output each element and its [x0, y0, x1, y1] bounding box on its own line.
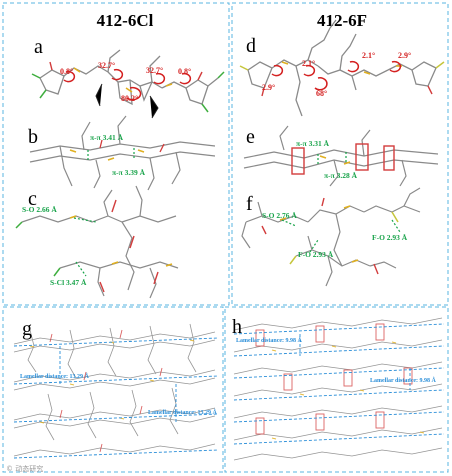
panel-label-f: f — [246, 193, 253, 215]
frame-right-column — [231, 2, 449, 306]
lamellar-g-1: Lamellar distance: 13.29 Å — [20, 372, 90, 380]
lamellar-g-2: Lamellar distance: 13.29 Å — [148, 408, 218, 416]
lamellar-h-2: Lamellar distance: 9.98 Å — [370, 376, 437, 384]
angle-a-4: 0.8° — [178, 67, 191, 76]
lamellar-h-1: Lamellar distance: 9.98 Å — [236, 336, 303, 344]
panel-label-g: g — [22, 318, 32, 340]
watermark: © 动态研究 — [6, 464, 43, 473]
angle-a-2: 32.7° — [98, 61, 115, 70]
column-title-left: 412-6Cl — [97, 11, 154, 30]
interaction-f-3: F-O 2.93 Å — [298, 250, 334, 259]
panel-label-c: c — [28, 188, 37, 210]
interactions-f — [241, 187, 421, 287]
panel-label-d: d — [246, 35, 256, 57]
angle-d-4: 2.9° — [398, 51, 411, 60]
interaction-e-2: π-π 3.28 Å — [324, 171, 358, 180]
stacking-b — [29, 115, 216, 191]
angle-a-3: 32.7° — [146, 66, 163, 75]
angle-d-3: 2.9° — [262, 83, 275, 92]
stacking-e — [243, 125, 439, 187]
angle-a-1: 0.8° — [60, 67, 73, 76]
packing-h — [233, 317, 445, 461]
molecule-a — [31, 49, 225, 119]
interactions-c — [15, 185, 179, 299]
interaction-b-2: π-π 3.39 Å — [112, 168, 146, 177]
interaction-f-1: S-O 2.76 Å — [262, 211, 297, 220]
interaction-c-2: S-Cl 3.47 Å — [50, 278, 87, 287]
molecule-d — [239, 19, 445, 117]
angle-d-5: 68° — [316, 89, 327, 98]
panel-label-b: b — [28, 126, 38, 148]
panel-label-a: a — [34, 36, 43, 58]
angle-d-1: 2.1° — [302, 59, 315, 68]
panel-label-h: h — [232, 316, 242, 338]
angle-a-5: 80.2° — [121, 94, 138, 103]
interaction-f-2: F-O 2.93 Å — [372, 233, 408, 242]
angle-d-2: 2.1° — [362, 51, 375, 60]
interaction-e-1: π-π 3.31 Å — [296, 139, 330, 148]
column-title-right: 412-6F — [317, 11, 367, 30]
packing-g — [13, 323, 219, 459]
interaction-b-1: π-π 3.41 Å — [90, 133, 124, 142]
frame-panel-g — [2, 306, 224, 473]
panel-label-e: e — [246, 126, 255, 148]
interaction-c-1: S-O 2.66 Å — [22, 205, 57, 214]
frame-left-column — [2, 2, 230, 306]
frame-panel-h — [224, 306, 449, 473]
